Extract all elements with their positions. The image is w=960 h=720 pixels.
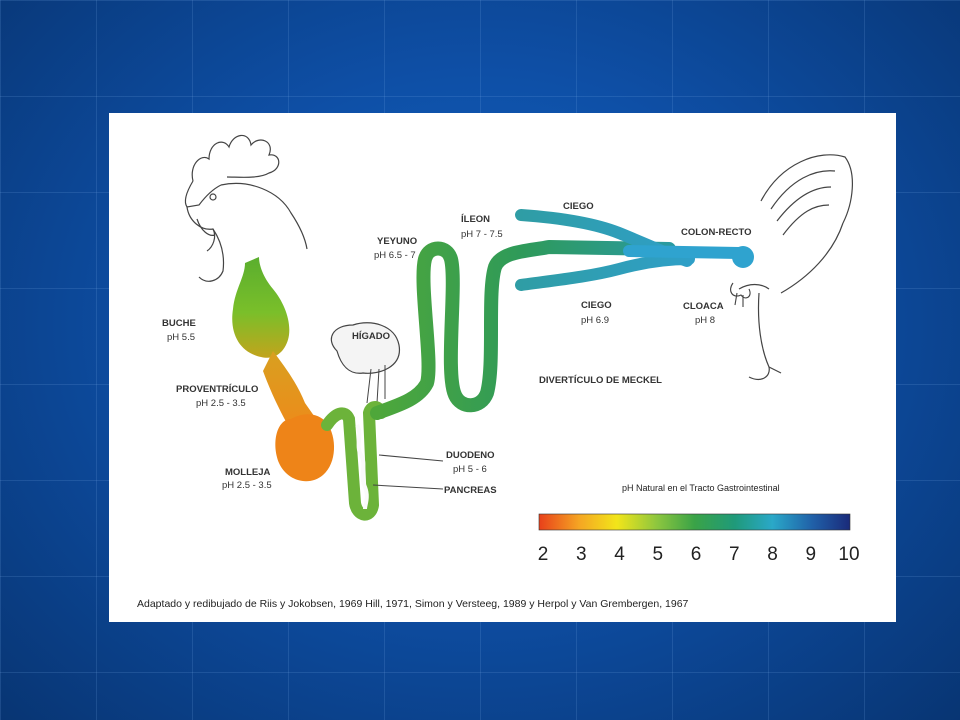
label-proventriculo-ph: pH 2.5 - 3.5 xyxy=(196,398,246,409)
label-pancreas: PANCREAS xyxy=(444,485,497,496)
cecum-lower xyxy=(515,253,695,291)
rooster-tail-outline xyxy=(738,154,853,380)
proventriculus xyxy=(263,351,319,432)
ph-scale-tick-label: 9 xyxy=(805,544,816,565)
label-colon-recto: COLON-RECTO xyxy=(681,227,752,238)
label-duodeno: DUODENO xyxy=(446,450,495,461)
jejunum-ileum xyxy=(370,240,676,420)
ph-scale-tick-label: 5 xyxy=(652,544,663,565)
digestive-tract-diagram: BUCHE pH 5.5 PROVENTRÍCULO pH 2.5 - 3.5 … xyxy=(137,134,860,610)
label-ciego-top: CIEGO xyxy=(563,201,594,212)
label-buche: BUCHE xyxy=(162,318,196,329)
duodenum-loop xyxy=(321,401,387,521)
scale-title: pH Natural en el Tracto Gastrointestinal xyxy=(622,483,780,493)
ph-scale-tick-label: 6 xyxy=(691,544,702,565)
label-duodeno-ph: pH 5 - 6 xyxy=(453,464,487,475)
pointer-lines xyxy=(372,454,444,490)
label-ciego-bottom: CIEGO xyxy=(581,300,612,311)
label-cloaca-ph: pH 8 xyxy=(695,315,715,326)
label-cloaca: CLOACA xyxy=(683,301,724,312)
label-proventriculo: PROVENTRÍCULO xyxy=(176,384,258,395)
label-molleja: MOLLEJA xyxy=(225,467,271,478)
label-higado: HÍGADO xyxy=(352,331,390,342)
ph-scale-tick-label: 10 xyxy=(838,544,859,565)
gizzard-molleja xyxy=(275,414,335,482)
ph-scale-bar xyxy=(538,513,851,531)
rooster-head-outline xyxy=(184,134,308,282)
label-ileon: ÍLEON xyxy=(461,214,490,225)
ph-scale-ticks: 2 3 4 5 6 7 8 9 10 xyxy=(538,544,860,565)
ph-scale-tick-label: 8 xyxy=(767,544,778,565)
crop-buche xyxy=(232,257,290,358)
label-molleja-ph: pH 2.5 - 3.5 xyxy=(222,480,272,491)
colon-rectum xyxy=(623,245,745,259)
source-caption: Adaptado y redibujado de Riis y Jokobsen… xyxy=(137,598,689,610)
label-diverticulo: DIVERTÍCULO DE MECKEL xyxy=(539,375,662,386)
ph-scale-tick-label: 2 xyxy=(538,544,549,565)
ph-scale-tick-label: 3 xyxy=(576,544,587,565)
diagram-panel: BUCHE pH 5.5 PROVENTRÍCULO pH 2.5 - 3.5 … xyxy=(109,113,896,622)
label-yeyuno-ph: pH 6.5 - 7 xyxy=(374,250,416,261)
label-yeyuno: YEYUNO xyxy=(377,236,417,247)
ph-scale-tick-label: 7 xyxy=(729,544,740,565)
liver xyxy=(330,322,400,404)
label-buche-ph: pH 5.5 xyxy=(167,332,195,343)
rooster-foot-outline xyxy=(730,282,751,307)
label-ciego-ph: pH 6.9 xyxy=(581,315,609,326)
cloaca xyxy=(732,246,754,268)
ph-scale-tick-label: 4 xyxy=(614,544,625,565)
pancreas xyxy=(355,423,369,510)
label-ileon-ph: pH 7 - 7.5 xyxy=(461,229,503,240)
